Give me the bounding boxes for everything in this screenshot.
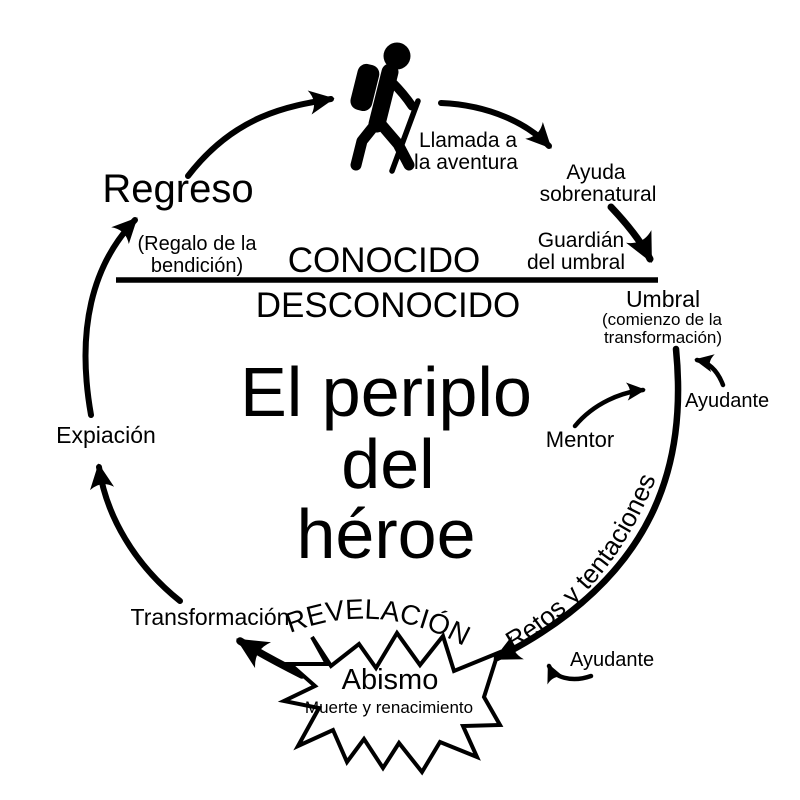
hiker-head [383,42,411,70]
hiker-front-leg [350,115,384,171]
ayudante-superior-arrow [694,354,726,388]
arrow-expiacion-to-regreso [82,217,138,418]
hiker-back-leg [374,117,415,171]
hiker-icon [350,42,421,174]
stage-label-guardian-line-2: del umbral [527,251,625,274]
stage-label-umbral: Umbral [626,286,700,312]
label-retos-y-tentaciones: Retos y tentaciones [500,469,661,655]
label-revelacion: REVELACIÓN [282,593,475,651]
stage-label-expiacion: Expiación [56,422,156,448]
ayudante-inferior-arrow [546,663,594,685]
zone-label-unknown: DESCONOCIDO [256,286,520,325]
diagram-title-line-2: del [341,425,434,503]
zone-label-known: CONOCIDO [288,241,481,280]
stage-label-llamada-line-1: Llamada a [419,129,517,152]
hiker-backpack [350,63,380,112]
arrow-guardian-to-umbral [607,203,654,263]
stage-label-regreso: Regreso [102,167,253,211]
diagram-title-line-1: El periplo [240,353,532,431]
stage-label-ayuda-line-1: Ayuda [566,161,625,184]
umbral-sub-line-1: (comienzo de la [602,310,723,329]
hiker-pole [389,98,421,174]
abismo-sub-label: Muerte y renacimiento [305,698,473,717]
arrow-retos-arc [493,345,682,662]
abismo-starburst [277,629,504,776]
mentor-arrow [572,382,646,429]
regreso-sub-line-2: bendición) [151,255,243,277]
stage-label-guardian-line-1: Guardián [538,229,624,252]
diagram-title-line-3: héroe [296,495,475,573]
arrow-hero-to-ayuda [438,100,552,149]
stage-label-llamada-line-2: la aventura [414,151,518,174]
stage-label-transformacion: Transformación [131,604,290,630]
arrow-transformacion-to-expiacion [90,463,183,604]
label-mentor: Mentor [546,427,614,452]
arrow-abismo-to-transformacion [236,637,306,679]
stage-label-ayuda-line-2: sobrenatural [540,183,657,206]
label-ayudante-superior: Ayudante [685,390,769,412]
umbral-sub-line-2: transformación) [604,328,722,347]
regreso-sub-line-1: (Regalo de la [138,233,258,255]
stage-label-abismo: Abismo [342,664,439,696]
hiker-arm [387,77,417,111]
arrow-regreso-to-hero [185,90,335,179]
label-ayudante-inferior: Ayudante [570,649,654,671]
